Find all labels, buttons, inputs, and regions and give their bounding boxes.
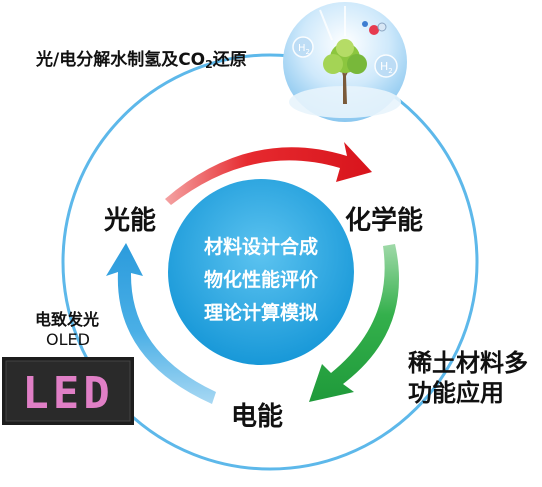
electric-energy-label: 电能 bbox=[231, 402, 284, 432]
center-line-evaluation: 物化性能评价 bbox=[203, 269, 318, 291]
electroluminescence-label: 电致发光 bbox=[35, 310, 100, 329]
water-splitting-picture: H2 H2 bbox=[283, 2, 407, 122]
blue-arrow bbox=[106, 243, 216, 404]
water-splitting-caption: 光/电分解水制氢及CO2还原 bbox=[36, 50, 247, 71]
led-sign-text: LED bbox=[22, 368, 113, 419]
led-sign: LED bbox=[2, 357, 134, 425]
outer-ring bbox=[61, 53, 479, 471]
center-line-simulation: 理论计算模拟 bbox=[203, 302, 318, 324]
light-energy-label: 光能 bbox=[104, 206, 157, 236]
center-circle bbox=[168, 179, 354, 365]
center-line-synthesis: 材料设计合成 bbox=[203, 236, 318, 258]
chemical-energy-label: 化学能 bbox=[345, 206, 424, 236]
h2-bubble-left-label: H2 bbox=[298, 43, 310, 56]
green-arrow bbox=[309, 244, 400, 402]
oled-label: OLED bbox=[46, 330, 90, 349]
rare-earth-label-line2: 功能应用 bbox=[408, 379, 504, 407]
h2-bubble-right-label: H2 bbox=[380, 60, 393, 75]
rare-earth-label-line1: 稀土材料多 bbox=[408, 349, 528, 377]
red-arrow bbox=[165, 142, 372, 205]
